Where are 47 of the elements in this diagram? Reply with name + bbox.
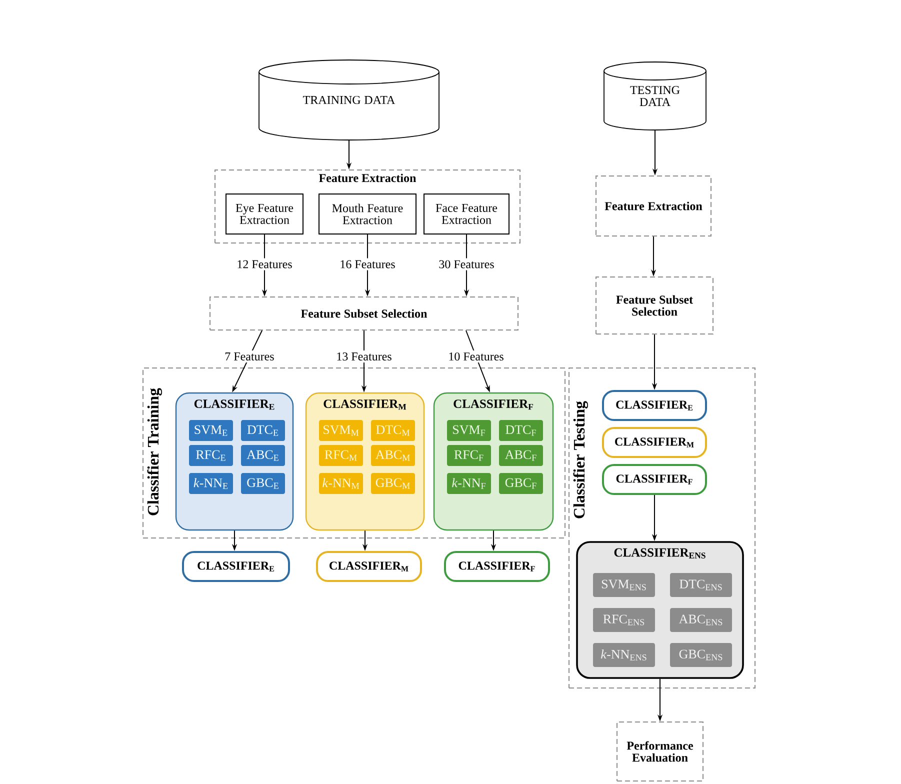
node-label: TRAINING DATA [303, 96, 396, 104]
classifier-chip: k-NN$_{F}$ [447, 473, 491, 494]
classifier-chip: SVM$_{F}$ [447, 420, 491, 441]
node-label: TESTING DATA [630, 86, 680, 106]
process-box: Eye Feature Extraction [226, 194, 304, 234]
classifier-chip: k-NN$_{E}$ [189, 473, 233, 494]
classifier-box: CLASSIFIER$_{M}$ [316, 551, 422, 582]
classifier-chip: DTC$_{F}$ [499, 420, 543, 441]
classifier-chip: k-NN$_{M}$ [319, 473, 363, 494]
classifier-chip: DTC$_{M}$ [371, 420, 415, 441]
process-box: Face Feature Extraction [424, 194, 510, 234]
classifier-box: CLASSIFIER$_{E}$ [182, 551, 290, 582]
classifier-chip: ABC$_{ENS}$ [670, 608, 732, 632]
classifier-box: CLASSIFIER$_{E}$ [602, 390, 707, 421]
process-box: Mouth Feature Extraction [318, 194, 416, 234]
classifier-chip: ABC$_{M}$ [371, 445, 415, 466]
edge-label: 10 Features [446, 350, 506, 363]
classifier-chip: GBC$_{E}$ [241, 473, 285, 494]
classifier-chip: GBC$_{ENS}$ [670, 643, 732, 667]
classifier-box: CLASSIFIER$_{F}$ [444, 551, 550, 582]
classifier-box: CLASSIFIER$_{M}$ [602, 427, 707, 458]
edge-label: 16 Features [338, 258, 398, 270]
dashed-process-box: Performance Evaluation [616, 722, 704, 782]
classifier-chip: ABC$_{F}$ [499, 445, 543, 466]
classifier-chip: GBC$_{M}$ [371, 473, 415, 494]
classifier-chip: k-NN$_{ENS}$ [593, 643, 655, 667]
classifier-chip: RFC$_{M}$ [319, 445, 363, 466]
edge-label: 7 Features [222, 350, 276, 362]
classifier-chip: RFC$_{ENS}$ [593, 608, 655, 632]
classifier-chip: RFC$_{F}$ [447, 445, 491, 466]
classifier-chip: DTC$_{E}$ [241, 420, 285, 441]
edge-label: 12 Features [234, 258, 294, 270]
database-cylinder: TESTING DATA [604, 62, 706, 130]
edge-label: 13 Features [334, 350, 394, 363]
edge-label: 30 Features [436, 258, 496, 270]
dashed-process-box: Feature Subset Selection [596, 276, 714, 334]
classifier-chip: SVM$_{ENS}$ [593, 573, 655, 597]
classifier-chip: GBC$_{F}$ [499, 473, 543, 494]
classifier-chip: RFC$_{E}$ [189, 445, 233, 466]
classifier-chip: DTC$_{ENS}$ [670, 573, 732, 597]
dashed-process-box: Feature Extraction [596, 176, 712, 236]
classifier-box: CLASSIFIER$_{F}$ [602, 464, 707, 495]
dashed-process-box: Feature Subset Selection [210, 296, 518, 330]
classifier-chip: ABC$_{E}$ [241, 445, 285, 466]
classifier-chip: SVM$_{M}$ [319, 420, 363, 441]
database-cylinder: TRAINING DATA [258, 60, 440, 140]
classifier-chip: SVM$_{E}$ [189, 420, 233, 441]
